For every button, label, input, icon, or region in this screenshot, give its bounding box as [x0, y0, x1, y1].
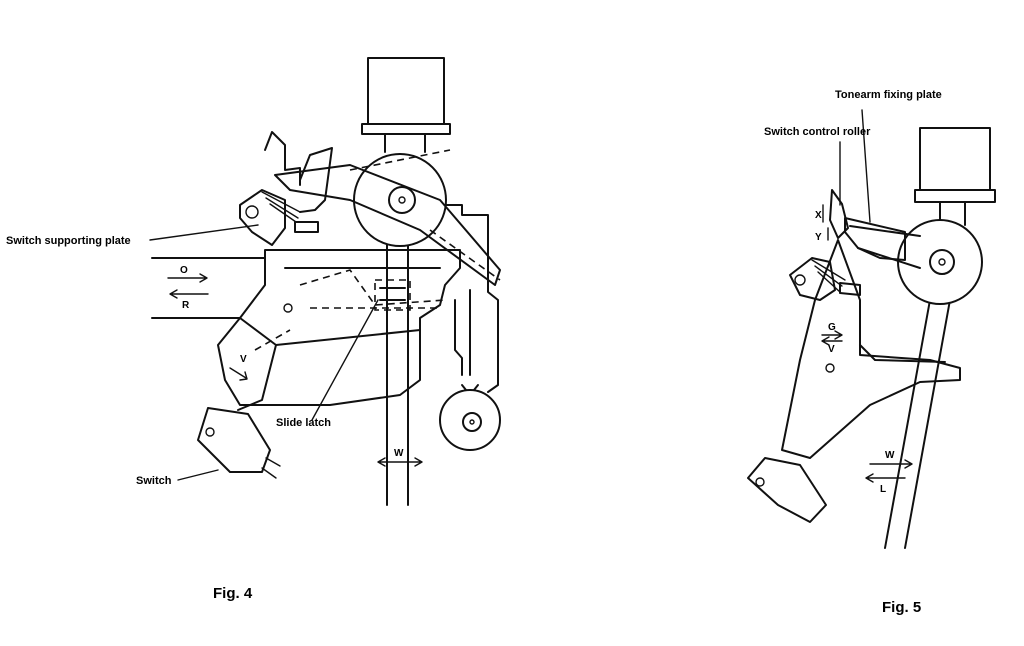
svg-text:X: X: [815, 210, 822, 221]
fig5-arrow-y: Y: [815, 227, 829, 243]
fig4-main-plate: [217, 249, 461, 406]
fig5-arrow-g: G: [821, 322, 843, 340]
fig5-disc: [897, 219, 983, 305]
fig5-tonearm-shaft: [884, 299, 951, 549]
fig5-main-plate: [781, 239, 961, 459]
svg-text:W: W: [885, 450, 895, 461]
figure-4: O R V W Switch supporting plate Slide la…: [6, 57, 501, 602]
fig4-caption: Fig. 4: [213, 585, 253, 602]
figure-5: X Y G V W L Tonearm fixing plate Switch …: [747, 89, 996, 616]
fig4-switch: [197, 407, 271, 473]
fig4-motor-block: [367, 57, 445, 125]
svg-text:G: G: [828, 322, 836, 333]
fig4-label-switch-supporting-plate: Switch supporting plate: [6, 235, 131, 247]
svg-text:V: V: [240, 354, 247, 365]
svg-text:R: R: [182, 300, 190, 311]
svg-text:L: L: [880, 484, 886, 495]
fig4-main-disc: [353, 153, 447, 247]
fig4-roller: [439, 389, 501, 451]
svg-text:W: W: [394, 448, 404, 459]
fig5-label-tonearm-fixing-plate: Tonearm fixing plate: [835, 89, 942, 101]
fig5-arrow-x: X: [815, 204, 824, 223]
fig5-motor-block: [919, 127, 991, 191]
fig4-label-switch: Switch: [136, 475, 172, 487]
fig4-label-slide-latch: Slide latch: [276, 417, 331, 429]
svg-text:Y: Y: [815, 232, 822, 243]
fig4-arrow-v: V: [229, 354, 248, 381]
fig5-switch-control-roller: [829, 189, 849, 239]
fig4-slide-latch: [374, 279, 411, 311]
fig5-arrow-w: W: [869, 450, 913, 469]
fig4-vertical-shaft: [386, 239, 409, 506]
fig5-arrow-l: L: [865, 473, 906, 495]
svg-text:O: O: [180, 265, 188, 276]
fig5-label-switch-control-roller: Switch control roller: [764, 126, 871, 138]
fig4-arrow-r: R: [169, 289, 209, 311]
fig5-caption: Fig. 5: [882, 599, 921, 616]
fig5-switch: [747, 457, 827, 523]
svg-text:V: V: [828, 344, 835, 355]
fig4-arrow-w: W: [377, 448, 423, 467]
fig5-arrow-v: V: [821, 336, 843, 355]
fig4-arrow-o: O: [167, 265, 208, 283]
